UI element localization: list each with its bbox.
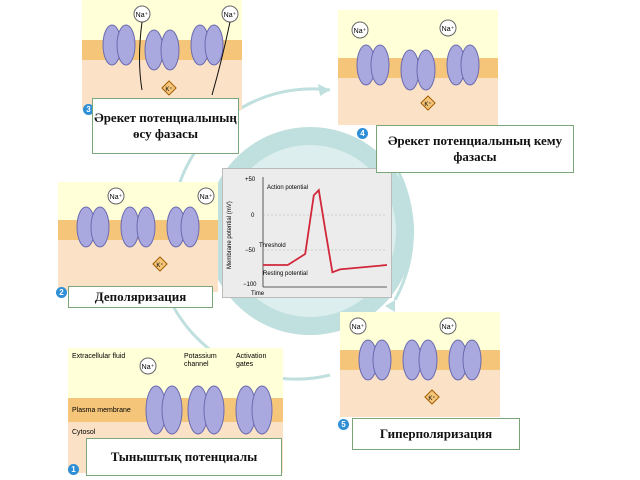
step-badge-2: 2	[56, 287, 67, 298]
legend-activation-gates: Activation	[236, 353, 266, 360]
chart-xlabel: Time	[251, 291, 265, 297]
sodium-ion-icon	[107, 187, 125, 205]
svg-text:Na⁺: Na⁺	[354, 28, 367, 35]
sodium-ion-icon	[439, 19, 457, 37]
chart-ylabel: Membrane potential (mV)	[227, 201, 233, 269]
svg-text:K⁺: K⁺	[424, 101, 431, 108]
svg-text:K⁺: K⁺	[156, 262, 163, 269]
sodium-ion-icon	[349, 317, 367, 335]
label-depolarization: Деполяризация	[68, 286, 213, 308]
svg-text:gates: gates	[236, 361, 254, 368]
panel-falling: Na⁺ Na⁺ K⁺	[338, 10, 498, 125]
panel-hyperpolarization: Na⁺ Na⁺ K⁺	[340, 312, 500, 417]
chart-tick-label: −100	[243, 282, 257, 288]
legend-cytosol: Cytosol	[72, 429, 96, 436]
step-badge-4: 4	[357, 128, 368, 139]
svg-text:Na⁺: Na⁺	[142, 364, 155, 371]
svg-text:K⁺: K⁺	[165, 86, 172, 93]
chart-annot-threshold: Threshold	[259, 243, 286, 249]
svg-text:Na⁺: Na⁺	[352, 324, 365, 331]
chart-tick-label: +50	[245, 177, 256, 183]
action-potential-chart: Membrane potential (mV) +50 0 −50 −100 T…	[222, 168, 392, 298]
svg-text:Na⁺: Na⁺	[136, 12, 149, 19]
step-badge-1: 1	[68, 464, 79, 475]
panel-depolarization: Na⁺ Na⁺ K⁺	[58, 182, 218, 292]
sodium-ion-icon	[139, 357, 157, 375]
svg-text:K⁺: K⁺	[428, 395, 435, 402]
svg-text:Na⁺: Na⁺	[200, 194, 213, 201]
svg-text:channel: channel	[184, 361, 209, 368]
step-badge-5: 5	[338, 419, 349, 430]
chart-annot-resting: Resting potential	[263, 271, 308, 277]
chart-series-line	[263, 188, 388, 274]
sodium-ion-icon	[351, 21, 369, 39]
step-badge-3: 3	[83, 104, 94, 115]
svg-text:Na⁺: Na⁺	[110, 194, 123, 201]
chart-annot-action: Action potential	[267, 185, 308, 191]
legend-potassium-channel: Potassium	[184, 353, 217, 360]
sodium-ion-icon	[197, 187, 215, 205]
sodium-ion-icon	[439, 317, 457, 335]
panel-rising: Na⁺ Na⁺ K⁺	[82, 0, 242, 110]
svg-text:Na⁺: Na⁺	[224, 12, 237, 19]
label-resting-potential: Тыныштық потенциалы	[86, 438, 282, 476]
chart-tick-label: −50	[245, 248, 256, 254]
label-hyperpolarization: Гиперполяризация	[352, 418, 520, 450]
label-rising-phase: Әрекет потенциалының өсу фазасы	[92, 98, 239, 154]
chart-tick-label: 0	[251, 213, 255, 219]
svg-text:Na⁺: Na⁺	[442, 26, 455, 33]
svg-text:Na⁺: Na⁺	[442, 324, 455, 331]
legend-plasma-membrane: Plasma membrane	[72, 407, 131, 414]
legend-extracellular: Extracellular fluid	[72, 353, 125, 360]
label-falling-phase: Әрекет потенциалының кему фазасы	[376, 125, 574, 173]
